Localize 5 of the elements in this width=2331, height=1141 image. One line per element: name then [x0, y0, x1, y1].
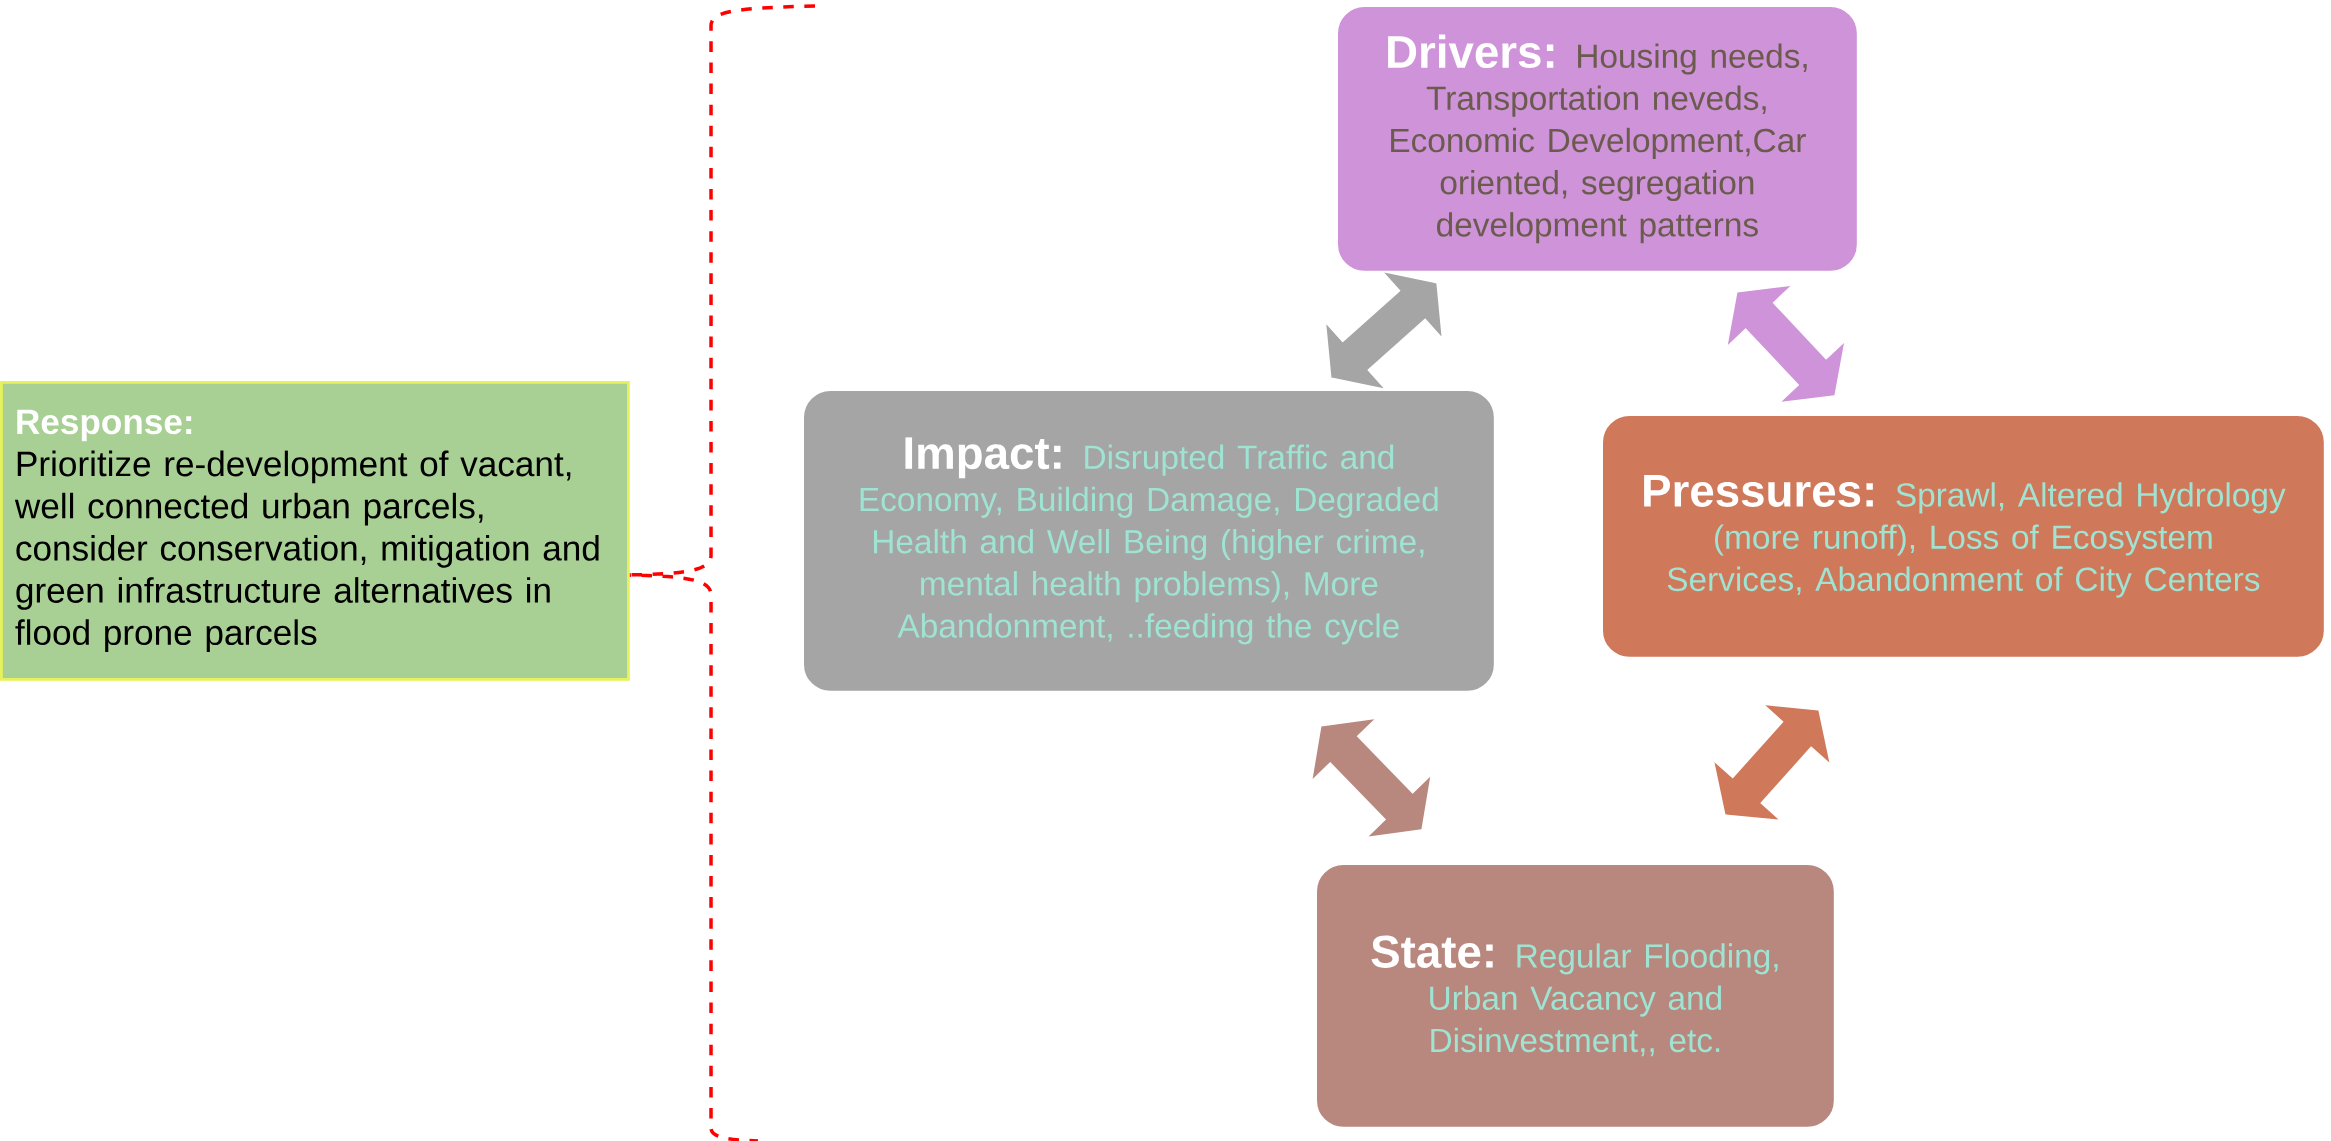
process-box: Response: Prioritize re-development of vacant, well connected urban parcels, consider conservation, mitigation and green infrastructure alternatives in flood prone parcels: [0, 381, 630, 681]
process-box: Impact: Disrupted Traffic and Economy, Building Damage, Degraded Health and Well Being (higher crime, mental health problems), More Abandonment, ..feeding the cycle: [804, 391, 1494, 691]
process-box: Pressures: Sprawl, Altered Hydrology (more runoff), Loss of Ecosystem Services, Abandonment of City Centers: [1603, 416, 2324, 657]
process-box: State: Regular Flooding, Urban Vacancy and Disinvestment,, etc.: [1317, 865, 1834, 1127]
process-box: Drivers: Housing needs, Transportation neveds, Economic Development,Car oriented, segregation development patterns: [1338, 7, 1857, 271]
